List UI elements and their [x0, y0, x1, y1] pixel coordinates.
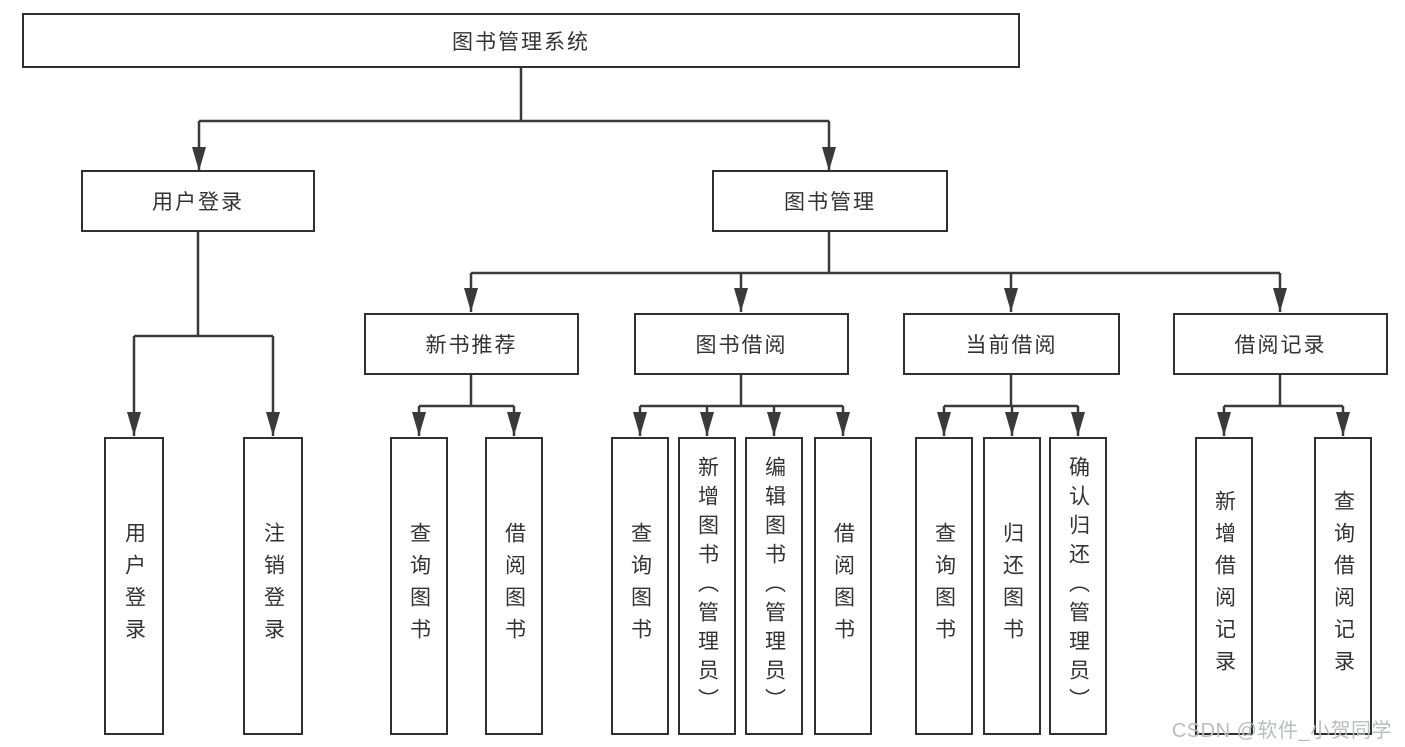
leaf-add-book-admin-label: 新增图书（管理员）	[695, 455, 719, 717]
connector-user-login-children	[127, 232, 280, 436]
leaf-logout-label: 注销登录	[261, 522, 285, 650]
leaf-query-books-1: 查询图书	[390, 437, 448, 735]
node-current-borrow-label: 当前借阅	[965, 334, 1058, 357]
leaf-edit-book-admin-label: 编辑图书（管理员）	[762, 455, 786, 717]
leaf-user-login-label: 用户登录	[122, 522, 146, 650]
leaf-query-books-2-label: 查询图书	[628, 522, 652, 650]
connector-book-borrow-children	[633, 375, 850, 436]
leaf-add-borrow-record: 新增借阅记录	[1195, 437, 1253, 735]
leaf-confirm-return-admin: 确认归还（管理员）	[1049, 437, 1107, 735]
node-book-management-label: 图书管理	[784, 191, 876, 214]
leaf-query-borrow-record-label: 查询借阅记录	[1331, 490, 1355, 682]
leaf-borrow-books-1-label: 借阅图书	[502, 522, 526, 650]
node-borrow-records-label: 借阅记录	[1234, 334, 1327, 357]
node-book-borrow: 图书借阅	[634, 313, 849, 375]
node-borrow-records: 借阅记录	[1173, 313, 1388, 375]
leaf-borrow-books-1: 借阅图书	[485, 437, 543, 735]
connector-new-book-children	[412, 375, 521, 436]
node-new-book-recommend: 新书推荐	[364, 313, 579, 375]
connector-current-borrow-children	[937, 375, 1085, 436]
connector-book-mgmt-children	[464, 232, 1287, 312]
leaf-add-book-admin: 新增图书（管理员）	[678, 437, 736, 735]
leaf-return-books-label: 归还图书	[1000, 522, 1024, 650]
connector-borrow-records-children	[1217, 375, 1350, 436]
node-library-system-label: 图书管理系统	[452, 30, 590, 54]
leaf-add-borrow-record-label: 新增借阅记录	[1212, 490, 1236, 682]
node-book-management: 图书管理	[712, 170, 948, 232]
node-user-login: 用户登录	[81, 170, 315, 232]
leaf-query-books-3: 查询图书	[915, 437, 973, 735]
leaf-edit-book-admin: 编辑图书（管理员）	[745, 437, 803, 735]
node-new-book-recommend-label: 新书推荐	[425, 334, 518, 357]
csdn-watermark: CSDN @软件_小贺同学	[1171, 720, 1392, 742]
leaf-confirm-return-admin-label: 确认归还（管理员）	[1066, 455, 1090, 717]
leaf-return-books: 归还图书	[983, 437, 1041, 735]
leaf-borrow-books-2-label: 借阅图书	[831, 522, 855, 650]
leaf-query-books-2: 查询图书	[611, 437, 669, 735]
node-library-system: 图书管理系统	[22, 13, 1020, 68]
leaf-query-borrow-record: 查询借阅记录	[1314, 437, 1372, 735]
leaf-user-login: 用户登录	[104, 437, 164, 735]
node-user-login-label: 用户登录	[152, 191, 244, 214]
node-current-borrow: 当前借阅	[903, 313, 1120, 375]
node-book-borrow-label: 图书借阅	[695, 334, 788, 357]
connector-root-to-level2	[192, 68, 836, 171]
leaf-borrow-books-2: 借阅图书	[814, 437, 872, 735]
leaf-query-books-3-label: 查询图书	[932, 522, 956, 650]
leaf-query-books-1-label: 查询图书	[407, 522, 431, 650]
leaf-logout: 注销登录	[243, 437, 303, 735]
